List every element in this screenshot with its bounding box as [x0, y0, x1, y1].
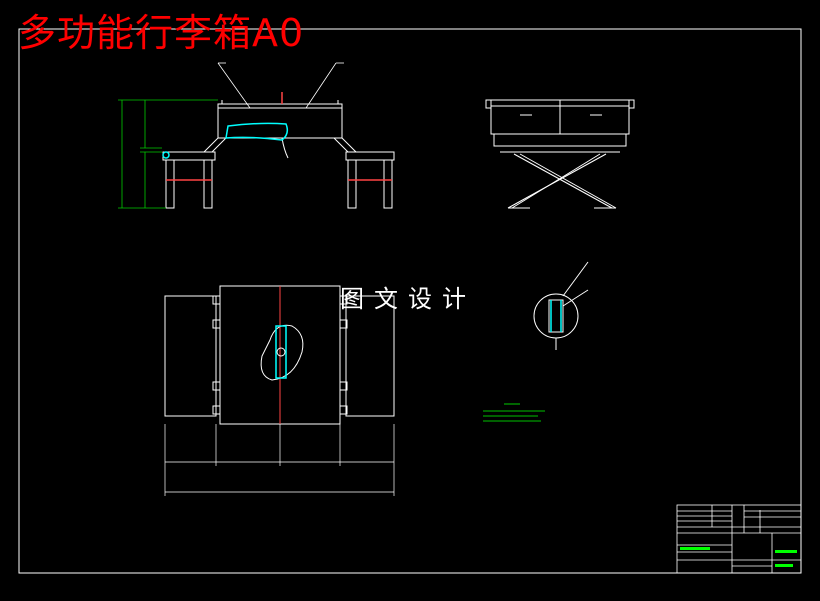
title-block-marks [680, 547, 797, 567]
plan-view-dimensions [164, 424, 395, 496]
front-view-dimensions [118, 99, 218, 209]
front-view-leaders [217, 62, 344, 109]
watermark-text: 图文设计 [340, 285, 476, 313]
plan-view-highlights [275, 286, 287, 424]
detail-view-highlight [550, 300, 562, 332]
technical-notes [483, 403, 545, 422]
drawing-title: 多功能行李箱A0 [18, 11, 305, 55]
drawing-frame [18, 28, 802, 574]
front-view [162, 100, 395, 209]
side-view [485, 99, 635, 209]
title-block [676, 504, 802, 574]
front-view-highlights [162, 92, 392, 181]
detail-view [533, 261, 589, 350]
